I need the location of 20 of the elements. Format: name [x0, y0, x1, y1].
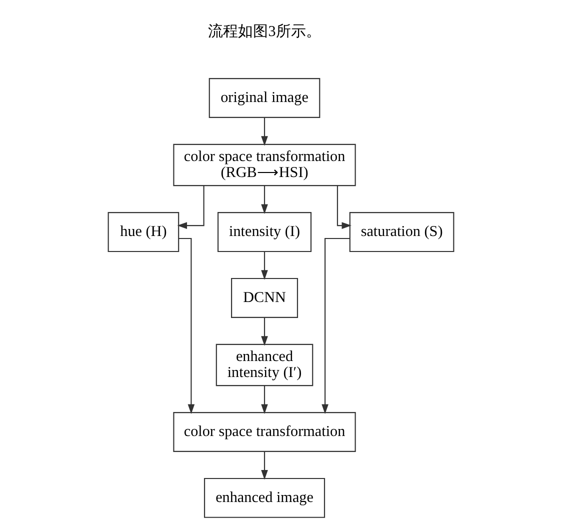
arrow [177, 186, 204, 229]
node-box: enhanced image [204, 478, 326, 518]
node-box: saturation (S) [349, 212, 454, 252]
label: 流程如图3所示。 [208, 24, 321, 40]
arrow [261, 318, 268, 346]
arrow [261, 186, 268, 214]
arrow [261, 252, 268, 280]
node-box: original image [208, 78, 320, 118]
node-box: DCNN [231, 278, 298, 318]
node-box: color space transformation (RGB⟶HSI) [173, 144, 356, 186]
arrow [336, 186, 352, 229]
arrow [261, 386, 268, 414]
node-box: color space transformation [173, 412, 356, 452]
arrow [261, 118, 268, 146]
node-box: enhanced intensity (I′) [216, 344, 314, 386]
node-box: intensity (I) [218, 212, 312, 252]
arrow [322, 238, 350, 414]
node-box: hue (H) [108, 212, 180, 252]
arrow [178, 238, 195, 414]
arrow [261, 452, 268, 480]
